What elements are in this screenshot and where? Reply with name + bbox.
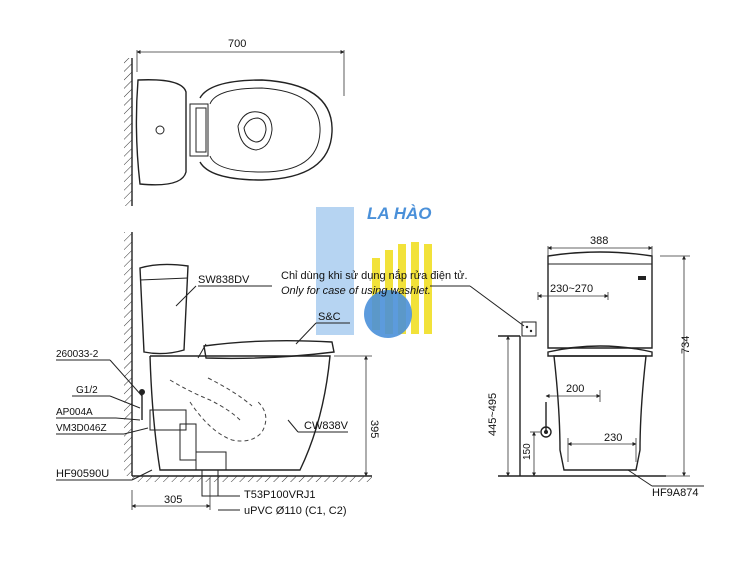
dim-side-230: 230 xyxy=(604,432,622,444)
dim-front-depth: 305 xyxy=(164,494,182,506)
dim-front-height: 395 xyxy=(368,420,380,438)
dim-side-pipe-range: 445~495 xyxy=(487,393,499,436)
top-view: 700 xyxy=(124,38,345,206)
label-part-260033-2: 260033-2 xyxy=(56,349,99,360)
label-bowl: CW838V xyxy=(304,420,349,432)
washlet-note: Chỉ dùng khi sử dụng nắp rửa điện tử. On… xyxy=(281,269,537,337)
side-view: 388 230~270 734 445~495 200 150 230 H xyxy=(487,235,704,499)
label-tank: SW838DV xyxy=(198,274,250,286)
watermark-text: LA HÀO xyxy=(367,204,432,223)
front-view: 395 305 SW838DV S&C CW838V 260033-2 G1/2… xyxy=(56,232,380,517)
label-part-g12: G1/2 xyxy=(76,385,98,396)
watermark-logo: LA HÀO xyxy=(316,204,432,338)
dim-side-200: 200 xyxy=(566,383,584,395)
note-vi: Chỉ dùng khi sử dụng nắp rửa điện tử. xyxy=(281,269,468,282)
label-outlet: T53P100VRJ1 xyxy=(244,489,316,501)
note-en: Only for case of using washlet. xyxy=(281,285,431,297)
dim-side-range: 230~270 xyxy=(550,283,593,295)
dim-side-height: 734 xyxy=(680,336,692,354)
dim-side-150: 150 xyxy=(522,443,533,460)
label-side-flange: HF9A874 xyxy=(652,487,698,499)
label-flange: HF90590U xyxy=(56,468,109,480)
label-part-vm3d046z: VM3D046Z xyxy=(56,423,107,434)
label-seat: S&C xyxy=(318,311,341,323)
label-pipe: uPVC Ø110 (C1, C2) xyxy=(244,505,347,517)
label-part-ap004a: AP004A xyxy=(56,407,93,418)
dim-top-width: 700 xyxy=(228,38,246,50)
dim-side-width: 388 xyxy=(590,235,608,247)
